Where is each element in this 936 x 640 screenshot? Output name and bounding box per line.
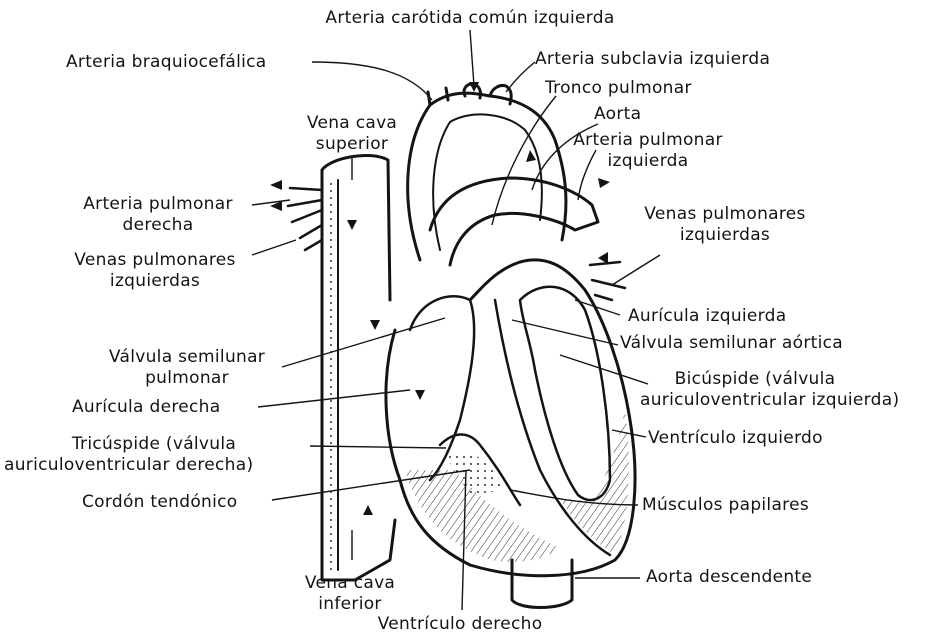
leader-subclavia bbox=[506, 62, 535, 92]
label-musculos-papilares: Músculos papilares bbox=[642, 495, 809, 515]
label-arteria-carotida: Arteria carótida común izquierda bbox=[280, 8, 660, 28]
label-tricuspide-2: auriculoventricular derecha) bbox=[4, 455, 253, 475]
label-vena-cava-superior-2: superior bbox=[292, 134, 412, 154]
label-venas-pulmonares-der-2: izquierdas bbox=[50, 271, 260, 291]
label-vena-cava-inferior-2: inferior bbox=[290, 594, 410, 614]
arrow-vena-cava-mid bbox=[370, 320, 380, 330]
label-arteria-subclavia: Arteria subclavia izquierda bbox=[535, 49, 770, 69]
arrow-pulmonar-izq bbox=[598, 178, 610, 188]
label-aorta-descendente: Aorta descendente bbox=[646, 567, 812, 587]
left-ventricle-inner bbox=[520, 287, 610, 500]
arrow-pulmonar-der-1 bbox=[270, 180, 282, 190]
label-arteria-pulmonar-der-1: Arteria pulmonar bbox=[58, 194, 258, 214]
label-arteria-pulmonar-izq-2: izquierda bbox=[558, 151, 738, 171]
label-vena-cava-superior-1: Vena cava bbox=[292, 113, 412, 133]
arrow-ventriculo bbox=[415, 390, 425, 400]
label-auricula-derecha: Aurícula derecha bbox=[72, 397, 220, 417]
label-venas-pulmonares-izq-2: izquierdas bbox=[620, 225, 830, 245]
label-valvula-semilunar-pulmonar-1: Válvula semilunar bbox=[92, 347, 282, 367]
label-ventriculo-izquierdo: Ventrículo izquierdo bbox=[648, 428, 823, 448]
label-arteria-pulmonar-izq-1: Arteria pulmonar bbox=[558, 130, 738, 150]
heart-shading bbox=[326, 180, 629, 570]
pulmonary-trunk-shape bbox=[430, 178, 598, 265]
label-vena-cava-inferior-1: Vena cava bbox=[290, 573, 410, 593]
label-bicuspide-1: Bicúspide (válvula bbox=[640, 369, 870, 389]
descending-aorta-shape bbox=[512, 560, 572, 608]
shade-vena-cava bbox=[326, 180, 334, 570]
label-venas-pulmonares-der-1: Venas pulmonares bbox=[50, 250, 260, 270]
label-tronco-pulmonar: Tronco pulmonar bbox=[545, 78, 692, 98]
label-bicuspide-2: auriculoventricular izquierda) bbox=[640, 390, 899, 410]
arrow-vena-cava-inf bbox=[363, 505, 373, 515]
label-arteria-braquiocefalica: Arteria braquiocefálica bbox=[66, 52, 266, 72]
label-ventriculo-derecho: Ventrículo derecho bbox=[360, 614, 560, 634]
leader-tronco bbox=[492, 96, 556, 225]
leader-braquiocefalica bbox=[312, 62, 432, 100]
label-valvula-semilunar-aortica: Válvula semilunar aórtica bbox=[620, 333, 843, 353]
left-pulmonary-vessels bbox=[590, 262, 625, 300]
leader-valvula-pulmonar bbox=[282, 318, 445, 367]
arrow-venas-izq bbox=[598, 252, 608, 264]
label-arteria-pulmonar-der-2: derecha bbox=[58, 215, 258, 235]
label-cordon-tendonico: Cordón tendónico bbox=[82, 492, 237, 512]
label-tricuspide-1: Tricúspide (válvula bbox=[4, 434, 304, 454]
leader-venas-pulmonares-izq bbox=[612, 255, 660, 285]
leader-bicuspide bbox=[560, 355, 648, 384]
label-valvula-semilunar-pulmonar-2: pulmonar bbox=[92, 368, 282, 388]
arrow-aorta bbox=[526, 150, 536, 162]
leader-ventriculo-izq bbox=[612, 430, 646, 437]
leader-carotida bbox=[470, 30, 474, 86]
aortic-arch-shape bbox=[408, 93, 566, 260]
label-venas-pulmonares-izq-1: Venas pulmonares bbox=[620, 204, 830, 224]
arrow-vena-cava-sup bbox=[347, 220, 357, 230]
label-auricula-izquierda: Aurícula izquierda bbox=[628, 306, 786, 326]
label-aorta: Aorta bbox=[594, 104, 641, 124]
